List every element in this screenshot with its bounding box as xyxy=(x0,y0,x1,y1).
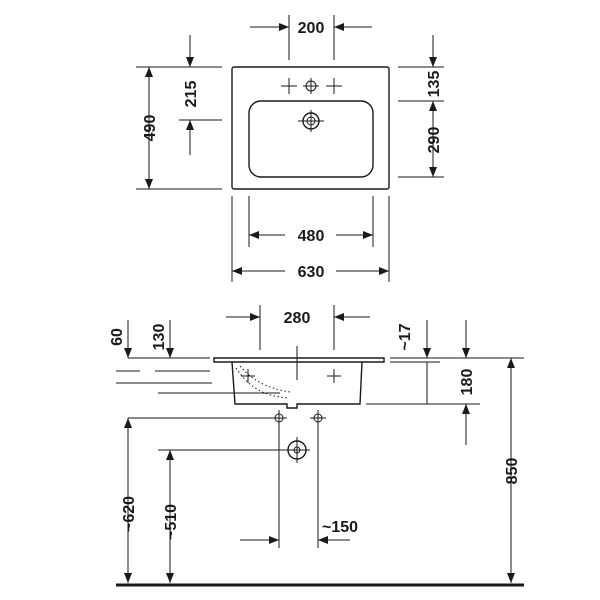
drain-icon xyxy=(298,110,324,132)
overflow-marker-right-icon xyxy=(327,369,341,383)
dim-tap-to-front: 215 xyxy=(183,81,200,108)
dim-waste-height-620: ~620 xyxy=(121,496,138,532)
dim-waste-height-510: ~510 xyxy=(163,504,180,540)
tap-hole-right-icon xyxy=(326,78,342,94)
dim-overflow-spacing: 280 xyxy=(284,310,311,327)
waste-connection-right-icon xyxy=(310,410,326,426)
dim-rim-height: 60 xyxy=(109,328,126,346)
basin-rim-side xyxy=(213,357,385,363)
top-view: 200 490 215 135 290 480 xyxy=(136,15,444,282)
side-view: 280 60 130 xyxy=(109,305,524,587)
dim-rim-to-tap: 135 xyxy=(426,71,443,98)
overflow-marker-icon xyxy=(241,369,255,383)
waste-connection-left-icon xyxy=(271,410,287,426)
basin-body-side xyxy=(231,361,363,409)
dim-depth-outer: 490 xyxy=(142,115,159,142)
tap-hole-left-icon xyxy=(281,78,297,94)
basin-outline-top xyxy=(231,66,390,190)
bowl-outline-top xyxy=(248,100,374,178)
dim-outer-width: 630 xyxy=(298,264,325,281)
dim-rim-thickness: ~17 xyxy=(397,323,414,350)
dim-waste-spacing: ~150 xyxy=(322,519,358,536)
dim-bowl-depth-side: 130 xyxy=(151,324,168,351)
dim-install-height: 850 xyxy=(504,458,521,485)
tap-hole-icon xyxy=(303,78,319,94)
drain-outlet-icon xyxy=(284,437,310,463)
dim-bowl-width: 480 xyxy=(298,228,325,245)
dim-tap-spacing: 200 xyxy=(298,20,325,37)
dim-bowl-depth-top: 290 xyxy=(426,127,443,154)
dim-body-height: 180 xyxy=(459,369,476,396)
